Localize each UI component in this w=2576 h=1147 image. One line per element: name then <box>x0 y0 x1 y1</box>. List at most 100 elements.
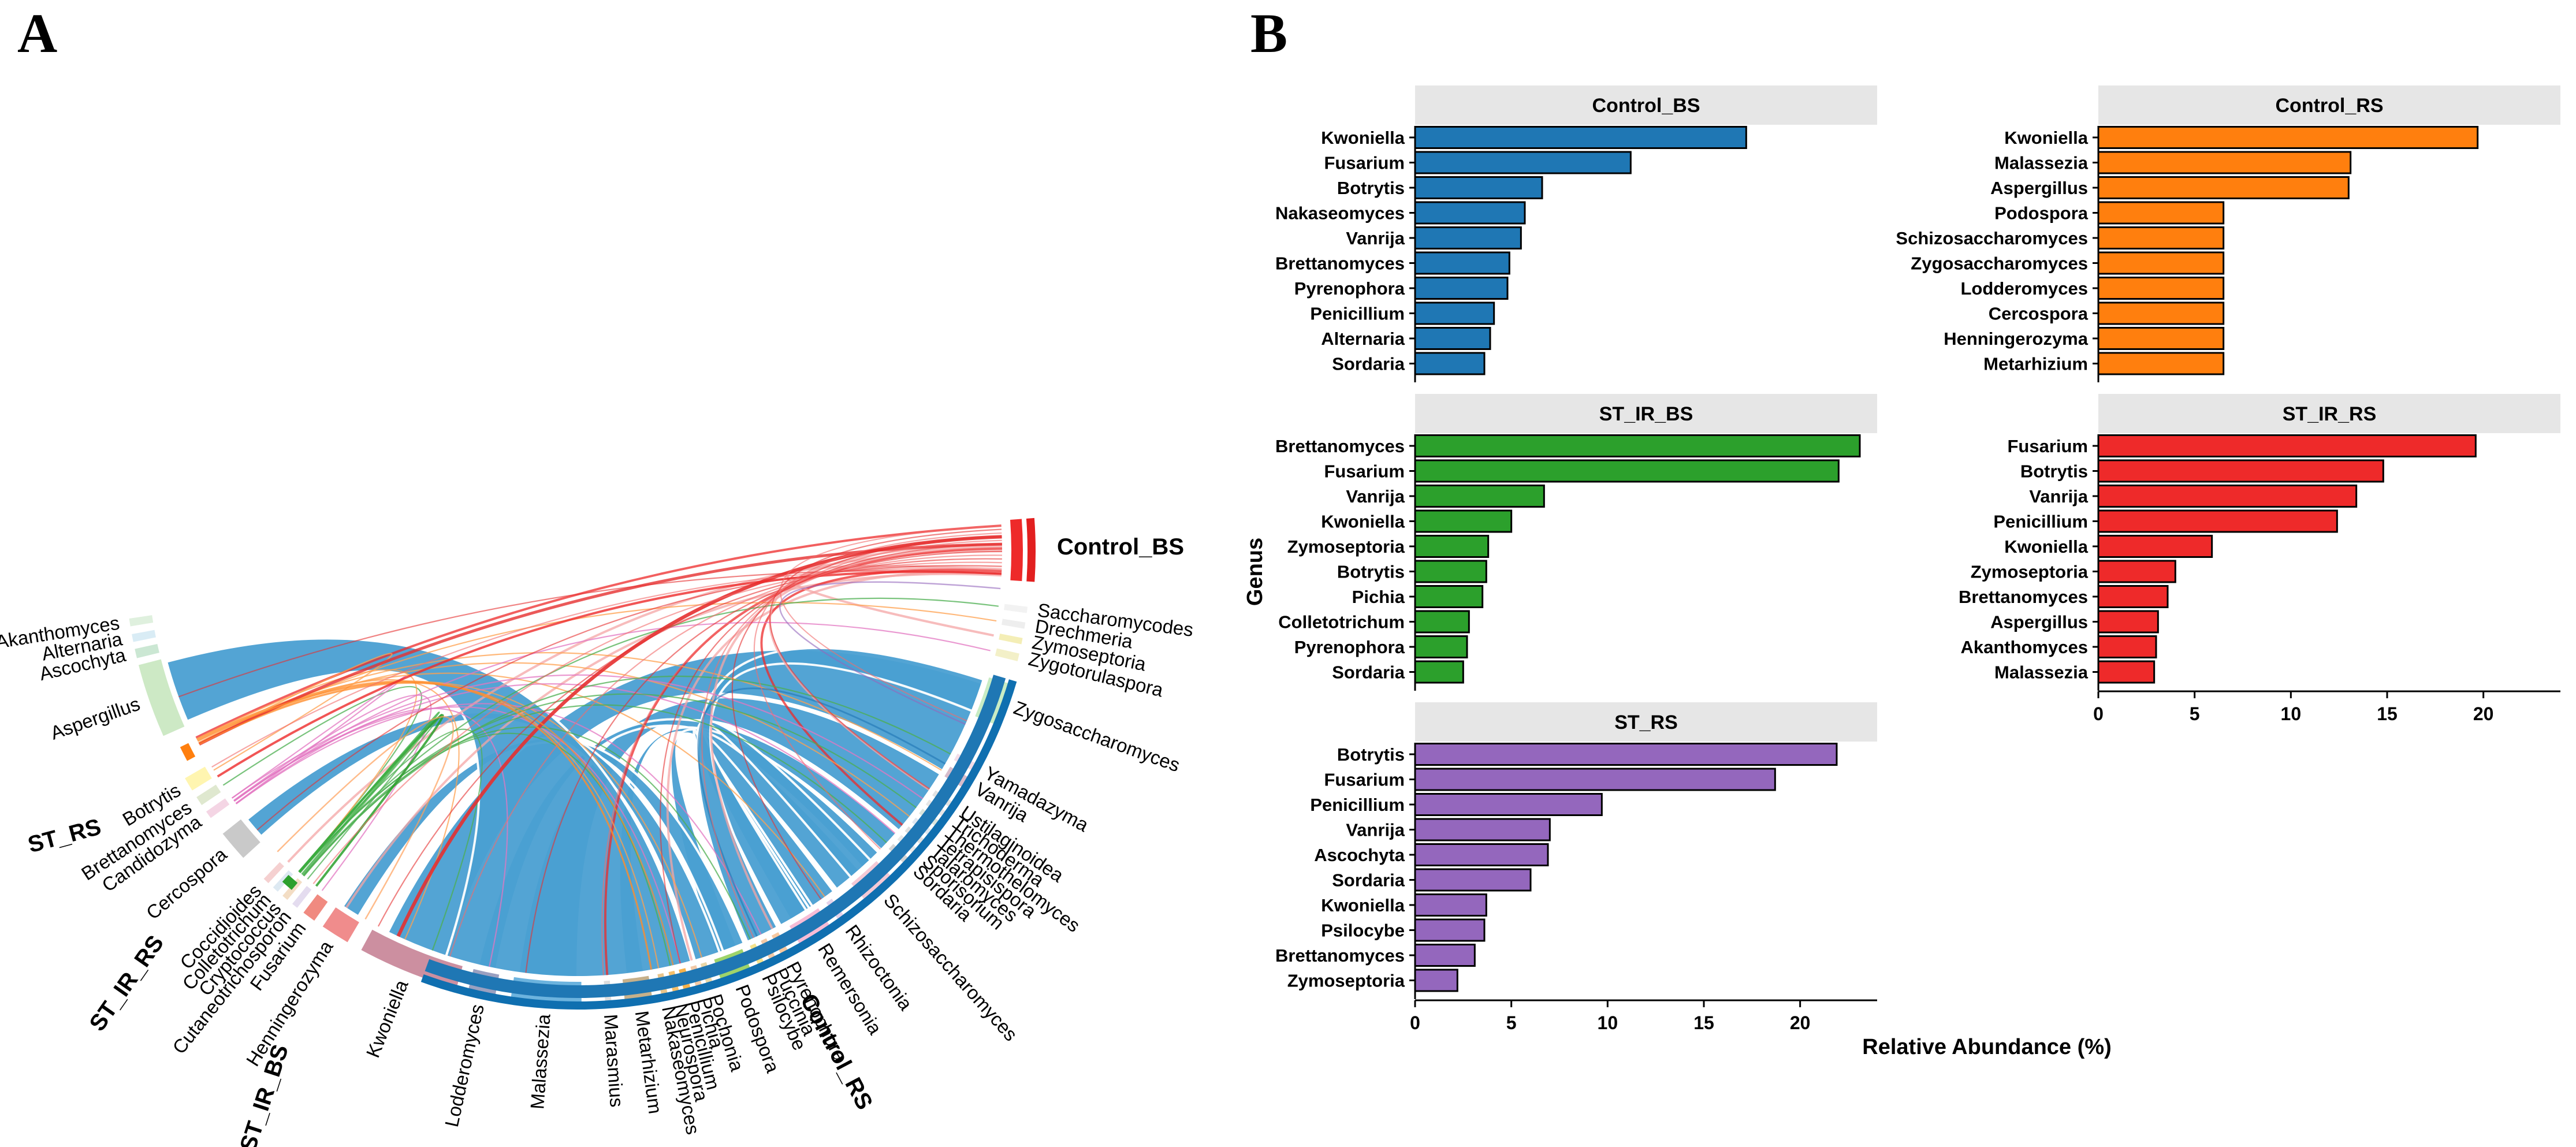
facet-strip <box>1415 702 1877 742</box>
segment-coccidioides <box>263 862 284 884</box>
group-outer-arc-control-bs <box>1026 517 1036 582</box>
segment-henningerozyma <box>322 907 359 943</box>
bar-vanrija <box>1414 226 1522 249</box>
bar-pyrenophora <box>1414 635 1468 658</box>
faceted-bar-chart: Control_BSKwoniellaFusariumBotrytisNakas… <box>1243 85 2560 1059</box>
bar-sordaria <box>1414 868 1532 892</box>
segment-zymoseptoria <box>999 634 1023 645</box>
bar-zygosaccharomyces <box>2097 251 2225 275</box>
y-tick-label: Sordaria <box>1332 354 1405 374</box>
segment-brettanomyces <box>196 784 221 805</box>
x-tick-label: 0 <box>1410 1012 1420 1033</box>
segment-ascochyta <box>135 643 159 658</box>
chord-link <box>449 554 1002 957</box>
bar-fusarium <box>1414 459 1840 483</box>
group-label-st-rs: ST_RS <box>25 814 104 858</box>
bar-kwoniella <box>1414 126 1747 149</box>
chord-link <box>779 581 1001 725</box>
chord-link <box>196 672 825 898</box>
x-tick-label: 0 <box>2093 703 2104 724</box>
facet-strip <box>2098 394 2560 433</box>
y-tick-label: Botrytis <box>1337 744 1405 765</box>
bar-cercospora <box>2097 301 2225 325</box>
chord-link <box>195 524 1002 739</box>
bar-aspergillus <box>2097 176 2350 199</box>
facet-title: ST_IR_RS <box>2283 403 2377 425</box>
chord-link <box>196 669 418 873</box>
y-tick-label: Pyrenophora <box>1294 637 1405 657</box>
facet-title: ST_IR_BS <box>1599 403 1693 425</box>
y-tick-label: Botrytis <box>2020 461 2088 482</box>
x-tick-label: 15 <box>1693 1012 1714 1033</box>
bar-akanthomyces <box>2097 635 2157 658</box>
y-tick-label: Kwoniella <box>1321 512 1405 532</box>
chord-link <box>199 682 674 966</box>
bar-vanrija <box>2097 485 2358 508</box>
y-tick-label: Podospora <box>1994 203 2089 224</box>
bar-nakaseomyces <box>1414 201 1526 225</box>
bar-kwoniella <box>2097 535 2213 558</box>
facet-title: Control_RS <box>2276 95 2384 117</box>
segment-candidozyma <box>206 798 230 818</box>
segment-fusarium <box>303 894 328 921</box>
segment-alternaria <box>132 630 156 642</box>
y-tick-label: Penicillium <box>1310 304 1405 324</box>
chord-link <box>312 561 1002 884</box>
bar-botrytis <box>1414 560 1487 583</box>
genus-label-aspergillus: Aspergillus <box>47 693 143 744</box>
group-label-control-bs: Control_BS <box>1057 534 1184 560</box>
facet-strip <box>1415 85 1877 125</box>
bar-sordaria <box>1414 352 1486 375</box>
group-segment-control-bs <box>1010 519 1023 582</box>
x-tick-label: 10 <box>2281 703 2302 724</box>
bar-pyrenophora <box>1414 277 1509 300</box>
chord-link <box>769 528 1002 790</box>
y-tick-label: Brettanomyces <box>1275 436 1405 456</box>
segment-drechmeria <box>1002 619 1026 629</box>
bar-metarhizium <box>2097 352 2225 375</box>
y-tick-label: Kwoniella <box>2004 128 2088 148</box>
bar-sordaria <box>1414 660 1464 684</box>
genus-label-metarhizium: Metarhizium <box>631 1010 667 1115</box>
chord-link <box>256 565 1002 831</box>
chord-link <box>211 568 1002 768</box>
panel-b-label: B <box>1250 2 1287 64</box>
bar-penicillium <box>1414 301 1495 325</box>
y-tick-label: Fusarium <box>1324 770 1405 790</box>
y-tick-label: Brettanomyces <box>1275 945 1405 966</box>
segment-aspergillus <box>139 659 185 736</box>
chord-link <box>197 681 653 970</box>
y-tick-label: Zymoseptoria <box>1287 971 1405 991</box>
x-tick-label: 5 <box>2190 703 2200 724</box>
chord-link <box>235 707 508 967</box>
y-tick-label: Psilocybe <box>1321 921 1405 941</box>
bar-zymoseptoria <box>1414 969 1458 992</box>
bar-colletotrichum <box>1414 610 1470 634</box>
chord-link <box>601 547 1002 975</box>
group-label-st-ir-rs: ST_IR_RS <box>85 931 169 1036</box>
bar-brettanomyces <box>2097 585 2169 608</box>
segment-cutaneotrichosporon <box>292 885 312 908</box>
x-tick-label: 20 <box>1790 1012 1811 1033</box>
bar-botrytis <box>1414 176 1543 199</box>
bar-podospora <box>2097 201 2225 225</box>
y-tick-label: Zymoseptoria <box>1287 537 1405 557</box>
genus-label-kwoniella: Kwoniella <box>362 977 412 1060</box>
chord-link <box>660 543 1002 964</box>
bar-fusarium <box>2097 434 2477 457</box>
bar-zymoseptoria <box>2097 560 2176 583</box>
y-tick-label: Nakaseomyces <box>1275 203 1405 224</box>
y-tick-label: Sordaria <box>1332 870 1405 891</box>
bar-malassezia <box>2097 660 2156 684</box>
bar-penicillium <box>2097 509 2338 533</box>
y-tick-label: Cercospora <box>1989 304 2089 324</box>
bar-pichia <box>1414 585 1484 608</box>
y-tick-label: Colletotrichum <box>1278 612 1405 632</box>
y-tick-label: Botrytis <box>1337 562 1405 582</box>
y-tick-label: Kwoniella <box>1321 895 1405 915</box>
y-tick-label: Fusarium <box>1324 461 1405 482</box>
y-tick-label: Vanrija <box>1346 228 1405 248</box>
chord-link <box>303 675 951 877</box>
